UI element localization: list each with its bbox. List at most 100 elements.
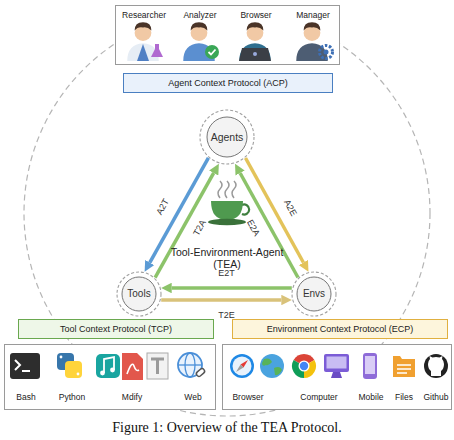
- env-icon-panel: BrowserComputerMobileFilesGithub: [222, 344, 452, 410]
- node-label: Browser: [216, 11, 296, 20]
- flow-arrow: [161, 298, 281, 302]
- figure-caption: Figure 1: Overview of the TEA Protocol.: [112, 420, 342, 435]
- github-cat: [428, 356, 444, 376]
- python-icon: [57, 353, 74, 370]
- python-eye: [77, 373, 80, 376]
- prompt-cursor: [22, 370, 30, 372]
- file-lines: [397, 365, 411, 373]
- saucer: [208, 219, 246, 225]
- tool-icon-panel: BashPythonMdifyWeb: [4, 344, 216, 410]
- node-label: Computer: [279, 393, 359, 402]
- compass-needle: [241, 360, 249, 368]
- node-label: Tool Context Protocol (TCP): [60, 325, 172, 334]
- chrome-icon: [292, 360, 304, 378]
- chrome-icon: [304, 360, 316, 378]
- laptop: [239, 48, 271, 61]
- hub-disc: [297, 277, 331, 311]
- steam-line: [225, 181, 229, 198]
- protocol-band: Environment Context Protocol (ECP): [232, 319, 448, 339]
- steam-line: [232, 181, 236, 198]
- hub-circle: Envs: [291, 271, 337, 317]
- mobile-screen: [365, 356, 375, 374]
- dashed-ring: [200, 110, 254, 164]
- hub-circle: Agents: [199, 109, 255, 165]
- cup-body: [211, 201, 243, 220]
- gear-hub: [324, 50, 329, 55]
- note-head: [110, 368, 115, 373]
- monitor-stand: [331, 372, 342, 378]
- folder-icon: [393, 356, 415, 377]
- node-label: Manager: [273, 11, 353, 20]
- node-label: Python: [32, 393, 112, 402]
- flow-arrow: [172, 286, 292, 290]
- node-label: Researcher: [104, 11, 184, 20]
- check-badge: [205, 45, 219, 59]
- teacup-icon: [208, 181, 249, 225]
- pdf-mark: [127, 364, 139, 374]
- hub-circle: Tools: [116, 271, 162, 317]
- chrome-center: [300, 362, 308, 370]
- caption-box: Figure 1: Overview of the TEA Protocol.: [0, 421, 454, 435]
- monitor-icon: [324, 354, 349, 372]
- note-head: [100, 371, 105, 376]
- compass-needle: [236, 365, 244, 373]
- hub-disc: [207, 117, 247, 157]
- steam-line: [218, 181, 222, 198]
- node-label: Agents: [211, 132, 244, 143]
- check-mark: [209, 50, 216, 55]
- laptop-logo: [253, 52, 257, 56]
- monitor-screen: [327, 357, 347, 369]
- node-label: Web: [153, 393, 233, 402]
- node-label: Bash: [0, 393, 66, 402]
- globe-equator: [178, 364, 202, 365]
- protocol-band: Agent Context Protocol (ACP): [123, 73, 333, 93]
- text-glyph: [151, 359, 164, 374]
- flow-arrow: [240, 173, 298, 277]
- music-icon: [96, 354, 120, 378]
- chrome-icon: [294, 354, 315, 366]
- chrome-ring: [299, 361, 310, 372]
- web-globe-icon: [178, 353, 202, 377]
- node-label: Mdify: [92, 393, 172, 402]
- node-label: Envs: [303, 289, 325, 299]
- edge-label: E2A: [245, 218, 261, 237]
- terminal-icon: [10, 353, 40, 379]
- prompt-chevron: [15, 360, 20, 370]
- analyzer-icon: [183, 22, 215, 61]
- researcher-icon: [127, 22, 159, 61]
- node-label: Browser: [208, 393, 288, 402]
- edge-label: A2T: [155, 198, 171, 217]
- globe-land: [262, 358, 282, 375]
- node-label: Tools: [127, 289, 150, 299]
- flask-badge: [151, 44, 163, 57]
- shirt-detail: [137, 44, 149, 61]
- python-eye: [60, 356, 63, 359]
- center-label: Tool-Environment-Agent (TEA): [157, 246, 297, 270]
- compass-face: [233, 357, 252, 376]
- text-doc-icon: [147, 353, 168, 379]
- github-icon: [424, 354, 448, 378]
- gear-badge: [320, 46, 333, 59]
- hub-disc: [122, 277, 156, 311]
- flow-arrow: [155, 173, 214, 278]
- music-note: [104, 357, 114, 373]
- node-label: Environment Context Protocol (ECP): [267, 325, 414, 334]
- compass-icon: [230, 354, 254, 378]
- dashed-ring: [292, 272, 336, 316]
- node-label: Agent Context Protocol (ACP): [168, 79, 288, 88]
- python-icon: [65, 361, 82, 378]
- pdf-icon: [122, 353, 143, 380]
- agent-roster-panel: ResearcherAnalyzerBrowserManager: [115, 5, 340, 65]
- node-label: Github: [396, 393, 454, 402]
- earth-globe-icon: [260, 354, 284, 378]
- mobile-icon: [363, 353, 377, 379]
- browser-icon: [239, 22, 271, 61]
- link-icon: [195, 368, 205, 378]
- protocol-band: Tool Context Protocol (TCP): [18, 319, 214, 339]
- manager-icon: [296, 22, 328, 61]
- dashed-ring: [117, 272, 161, 316]
- edge-label: A2E: [282, 198, 298, 217]
- edge-label: T2A: [192, 219, 208, 238]
